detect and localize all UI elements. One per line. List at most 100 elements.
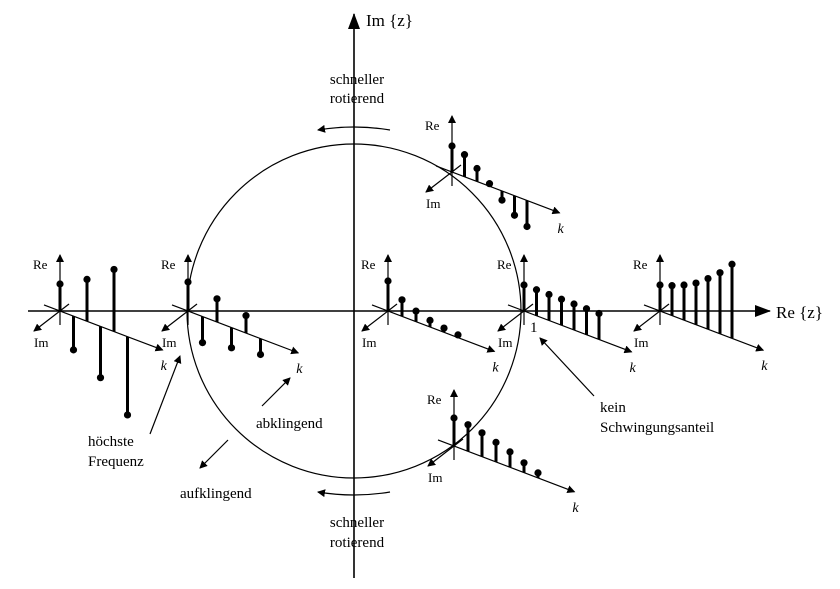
upper-right-im-label: Im [426, 196, 440, 211]
right-outer-k-label: k [761, 359, 768, 374]
faster-rotating-top-line1: schneller [330, 72, 384, 88]
upper-right-stem-dot-5 [510, 211, 519, 219]
center-stem-dot-0 [384, 277, 392, 285]
right-outer-re-label: Re [633, 257, 648, 272]
unit-point-stem-dot-1 [532, 286, 541, 294]
upper-right-stem-dot-3 [485, 180, 494, 188]
left-inner-re-label: Re [161, 257, 176, 272]
lower-right-stem-dot-2 [478, 429, 486, 437]
center-stem-dot-3 [426, 316, 434, 324]
upper-right-im-axis [425, 164, 462, 193]
center-im-axis [361, 303, 398, 332]
upper-right-stem-dot-1 [460, 151, 469, 159]
center-k-axis [371, 304, 496, 353]
left-outer-re-label: Re [33, 257, 48, 272]
center-stem-dot-2 [412, 307, 420, 315]
left-inner-im-label: Im [162, 335, 176, 350]
center-stem-dot-4 [440, 324, 448, 332]
lower-right-re-label: Re [427, 392, 442, 407]
left-inner-stem-dot-3 [227, 344, 236, 352]
left-inner-k-axis [171, 304, 300, 355]
left-outer-stem-dot-4 [110, 265, 118, 274]
left-outer-im-axis [33, 303, 70, 332]
rotation-arrow-top [317, 124, 391, 133]
upper-right-k-label: k [558, 222, 565, 237]
lower-right-stem-dot-6 [534, 469, 542, 477]
center-stem-dot-5 [454, 331, 462, 339]
left-inner-stem-dot-5 [256, 350, 265, 359]
no-oscillation-line1: kein [600, 400, 626, 416]
unit-point-im-label: Im [498, 335, 512, 350]
right-outer-stem-dot-2 [680, 281, 688, 289]
unit-point-k-axis [507, 304, 633, 354]
center-im-label: Im [362, 335, 376, 350]
upper-right-stem-dot-0 [448, 142, 456, 150]
unit-point-re-label: Re [497, 257, 512, 272]
highest-frequency-line1: höchste [88, 434, 134, 450]
unit-point-label: 1 [530, 320, 538, 336]
left-outer-stem-dot-2 [83, 275, 91, 284]
lower-right-stem-dot-1 [464, 421, 472, 429]
decaying-label: abklingend [256, 416, 323, 432]
right-outer-stem-dot-6 [728, 260, 736, 268]
right-outer-im-label: Im [634, 335, 648, 350]
center-stem-dot-1 [398, 296, 406, 304]
unit-point-k-label: k [630, 361, 637, 376]
unit-point-stem-dot-2 [545, 290, 553, 299]
no-oscillation-arrow [539, 337, 595, 397]
left-inner-stem-dot-1 [198, 339, 207, 347]
left-inner-stem-dot-2 [213, 295, 221, 303]
no-oscillation-line2: Schwingungsanteil [600, 420, 714, 436]
lower-right-stem-dot-5 [520, 459, 528, 467]
rotation-arrow-bottom [317, 489, 391, 498]
unit-point-stem-dot-5 [582, 305, 591, 313]
lower-right-im-label: Im [428, 470, 442, 485]
right-outer-k-axis [643, 304, 765, 352]
upper-right-stem-dot-4 [498, 196, 506, 204]
left-outer-k-axis [43, 304, 164, 352]
lower-right-stem-dot-0 [450, 414, 458, 422]
right-outer-stem-dot-3 [692, 279, 700, 287]
unit-point-stem-dot-6 [595, 309, 603, 318]
upper-right-re-label: Re [425, 118, 440, 133]
left-outer-stem-dot-3 [96, 374, 105, 382]
im-axis-label: Im {z} [366, 11, 413, 30]
re-axis-label: Re {z} [776, 303, 823, 322]
lower-right-im-axis [427, 438, 464, 467]
right-outer-stem-dot-0 [656, 281, 664, 289]
unit-point-stem-dot-0 [520, 281, 528, 289]
right-outer-im-axis [633, 303, 670, 332]
faster-rotating-bottom-line2: rotierend [330, 535, 385, 551]
decaying-arrow [261, 377, 291, 407]
left-inner-k-label: k [296, 362, 303, 377]
lower-right-stem-dot-4 [506, 448, 514, 456]
right-outer-stem-dot-5 [716, 269, 724, 277]
upper-right-stem-dot-6 [523, 222, 531, 231]
upper-right-k-axis [435, 165, 561, 215]
center-re-label: Re [361, 257, 376, 272]
left-outer-stem-dot-5 [123, 411, 132, 419]
unit-point-stem-dot-4 [570, 300, 578, 308]
growing-arrow [199, 439, 229, 469]
lower-right-k-axis [437, 439, 576, 494]
faster-rotating-top-line2: rotierend [330, 91, 385, 107]
left-inner-stem-dot-4 [242, 312, 250, 320]
right-outer-stem-dot-1 [668, 282, 676, 290]
left-outer-im-label: Im [34, 335, 48, 350]
left-outer-k-label: k [161, 359, 168, 374]
unit-point-im-axis [497, 303, 534, 332]
highest-frequency-arrow [149, 355, 182, 435]
growing-label: aufklingend [180, 486, 252, 502]
left-outer-stem-dot-1 [69, 346, 78, 354]
faster-rotating-bottom-line1: schneller [330, 515, 384, 531]
right-outer-stem-dot-4 [704, 274, 712, 283]
left-inner-im-axis [161, 303, 198, 332]
highest-frequency-line2: Frequenz [88, 454, 144, 470]
lower-right-stem-dot-3 [492, 438, 500, 446]
upper-right-stem-dot-2 [473, 164, 481, 173]
left-inner-stem-dot-0 [184, 278, 192, 286]
center-k-label: k [492, 360, 499, 375]
unit-point-stem-dot-3 [557, 295, 566, 303]
